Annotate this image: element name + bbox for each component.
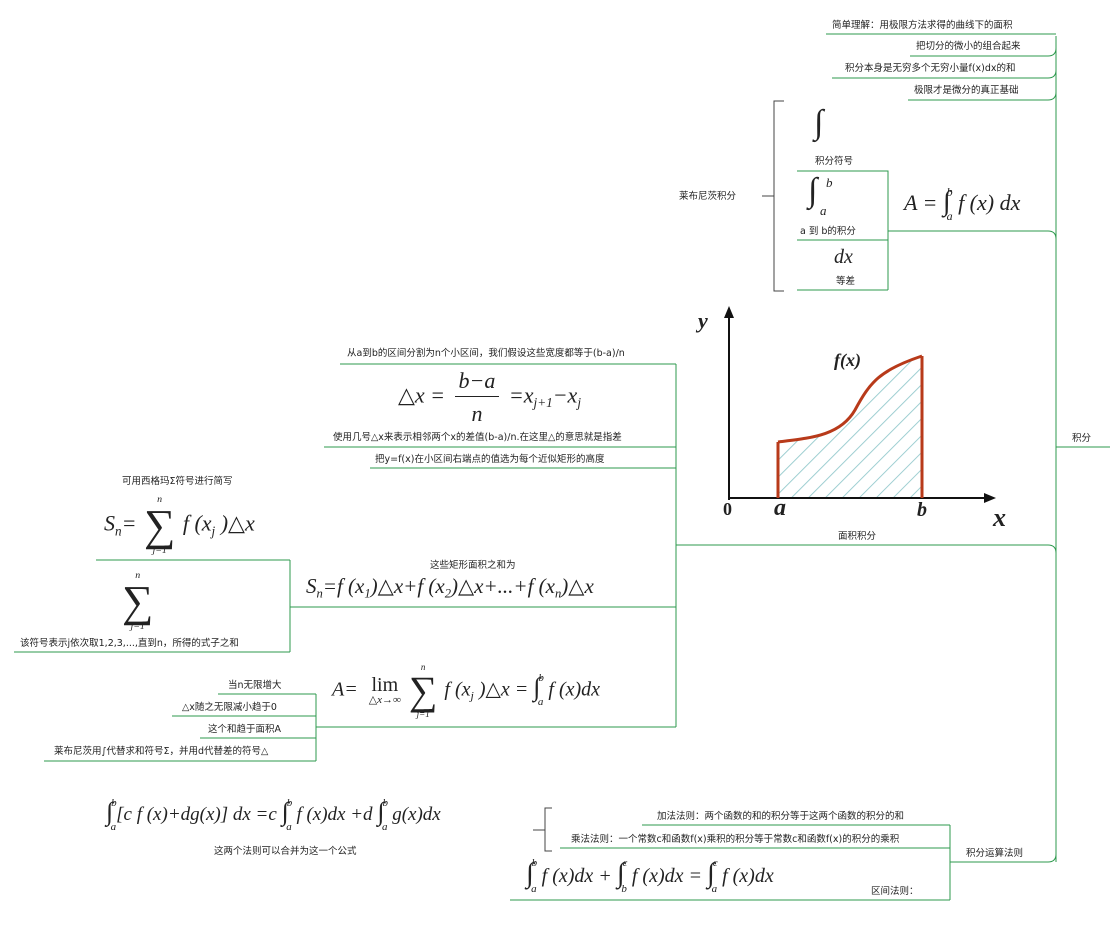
rules-label: 积分运算法则: [966, 848, 1024, 859]
leibniz-label: 莱布尼茨积分: [679, 191, 737, 202]
graph-a-label: a: [774, 495, 786, 521]
sum-title-note: 这些矩形面积之和为: [430, 560, 516, 571]
integral-symbol: ∫: [814, 104, 824, 141]
graph-y-label: y: [698, 308, 708, 333]
sigma-meaning-note: 该符号表示j依次取1,2,3,...,直到n，所得的式子之和: [20, 638, 239, 649]
sigma-symbol: n∑j=1: [122, 570, 154, 633]
height-note: 把y=f(x)在小区间右端点的值选为每个近似矩形的高度: [375, 454, 605, 465]
sigma-short-note: 可用西格玛Σ符号进行简写: [122, 476, 233, 487]
sn-sigma-formula: Sn= n∑j=1 f (xj )△x: [104, 494, 255, 557]
intro-note-1: 简单理解：用极限方法求得的曲线下的面积: [832, 20, 1013, 31]
graph-origin-label: 0: [723, 499, 732, 519]
n-grows-note: 当n无限增大: [228, 680, 282, 691]
intro-note-4: 极限才是微分的真正基础: [914, 85, 1019, 96]
graph-curve-label: f(x): [834, 350, 861, 370]
formula-A: A = ∫ba f (x) dx: [904, 185, 1021, 223]
mul-rule-note: 乘法法则：一个常数c和函数f(x)乘积的积分等于常数c和函数f(x)的积分的乘积: [571, 834, 900, 845]
graph-x-label: x: [993, 503, 1006, 532]
leibniz-sub-note: 莱布尼茨用∫代替求和符号Σ，并用d代替差的符号△: [54, 746, 269, 757]
delta-x-note: 使用几号△x来表示相邻两个x的差值(b-a)/n.在这里△的意思就是指差: [333, 432, 622, 443]
a-to-b-label: a 到 b的积分: [800, 226, 856, 237]
interval-rule-formula: ∫ba f (x)dx + ∫cb f (x)dx = ∫ca f (x)dx: [526, 857, 774, 895]
sum-to-area-note: 这个和趋于面积A: [208, 724, 281, 735]
root-label: 积分: [1072, 433, 1092, 444]
interval-rule-label: 区间法则：: [871, 886, 919, 897]
combined-note: 这两个法则可以合并为这一个公式: [214, 846, 357, 857]
dx-label: 等差: [836, 276, 856, 287]
intro-note-2: 把切分的微小的组合起来: [916, 41, 1021, 52]
area-label: 面积积分: [838, 531, 877, 542]
dx-zero-note: △x随之无限减小趋于0: [182, 702, 277, 713]
area-graph: [724, 306, 996, 503]
split-note: 从a到b的区间分割为n个小区间，我们假设这些宽度都等于(b-a)/n: [347, 348, 625, 359]
combined-rule-formula: ∫ba[c f (x)+dg(x)] dx =c ∫ba f (x)dx +d …: [106, 797, 441, 833]
intro-note-3: 积分本身是无穷多个无穷小量f(x)dx的和: [845, 63, 1016, 74]
limit-formula: A= lim△x→∞n∑j=1 f (xj )△x = ∫ba f (x)dx: [332, 662, 601, 719]
add-rule-note: 加法法则：两个函数的和的积分等于这两个函数的积分的和: [657, 811, 905, 822]
sn-expanded-formula: Sn=f (x1)△x+f (x2)△x+...+f (xn)△x: [306, 574, 594, 601]
integral-sign-label: 积分符号: [815, 156, 854, 167]
graph-b-label: b: [917, 499, 927, 521]
dx-symbol: dx: [834, 246, 853, 268]
